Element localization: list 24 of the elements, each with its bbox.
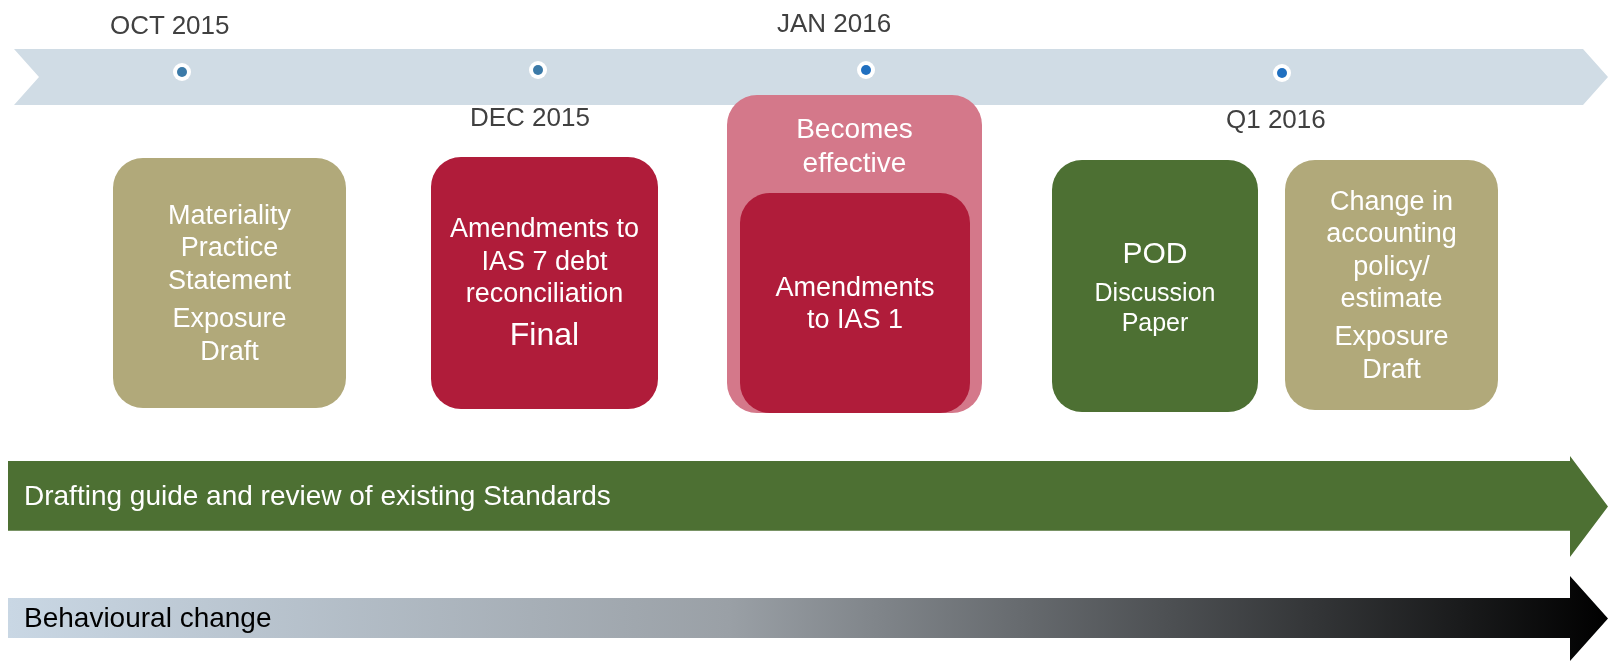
process-box	[1052, 160, 1258, 412]
process-box	[431, 157, 658, 409]
node-title: Becomes effective	[795, 112, 914, 180]
date-label: DEC 2015	[470, 102, 590, 133]
highlight-box	[727, 95, 982, 413]
arrow-band	[8, 576, 1608, 661]
node-title: Amendments to IAS 7 debt reconciliation	[448, 212, 641, 310]
date-label: Q1 2016	[1226, 104, 1326, 135]
node-title: POD	[1122, 235, 1188, 271]
process-box	[113, 158, 346, 408]
node-title: Change in accounting policy/ estimate	[1325, 184, 1458, 315]
node-title: Amendments to IAS 1	[774, 270, 936, 336]
node-subtitle: Final	[509, 315, 580, 354]
date-label: JAN 2016	[777, 8, 892, 39]
process-box	[1285, 160, 1498, 410]
node-subtitle: Discussion Paper	[1093, 277, 1217, 337]
node-subtitle: Exposure Draft	[1333, 320, 1450, 386]
node-title: Drafting guide and review of existing Standards	[24, 479, 611, 513]
arrow-band	[8, 456, 1608, 557]
node-title: Behavioural change	[24, 601, 272, 635]
date-label: OCT 2015	[110, 10, 230, 41]
node-title: Materiality Practice Statement	[166, 199, 293, 297]
node-subtitle: Exposure Draft	[171, 302, 288, 367]
process-box	[740, 193, 970, 413]
